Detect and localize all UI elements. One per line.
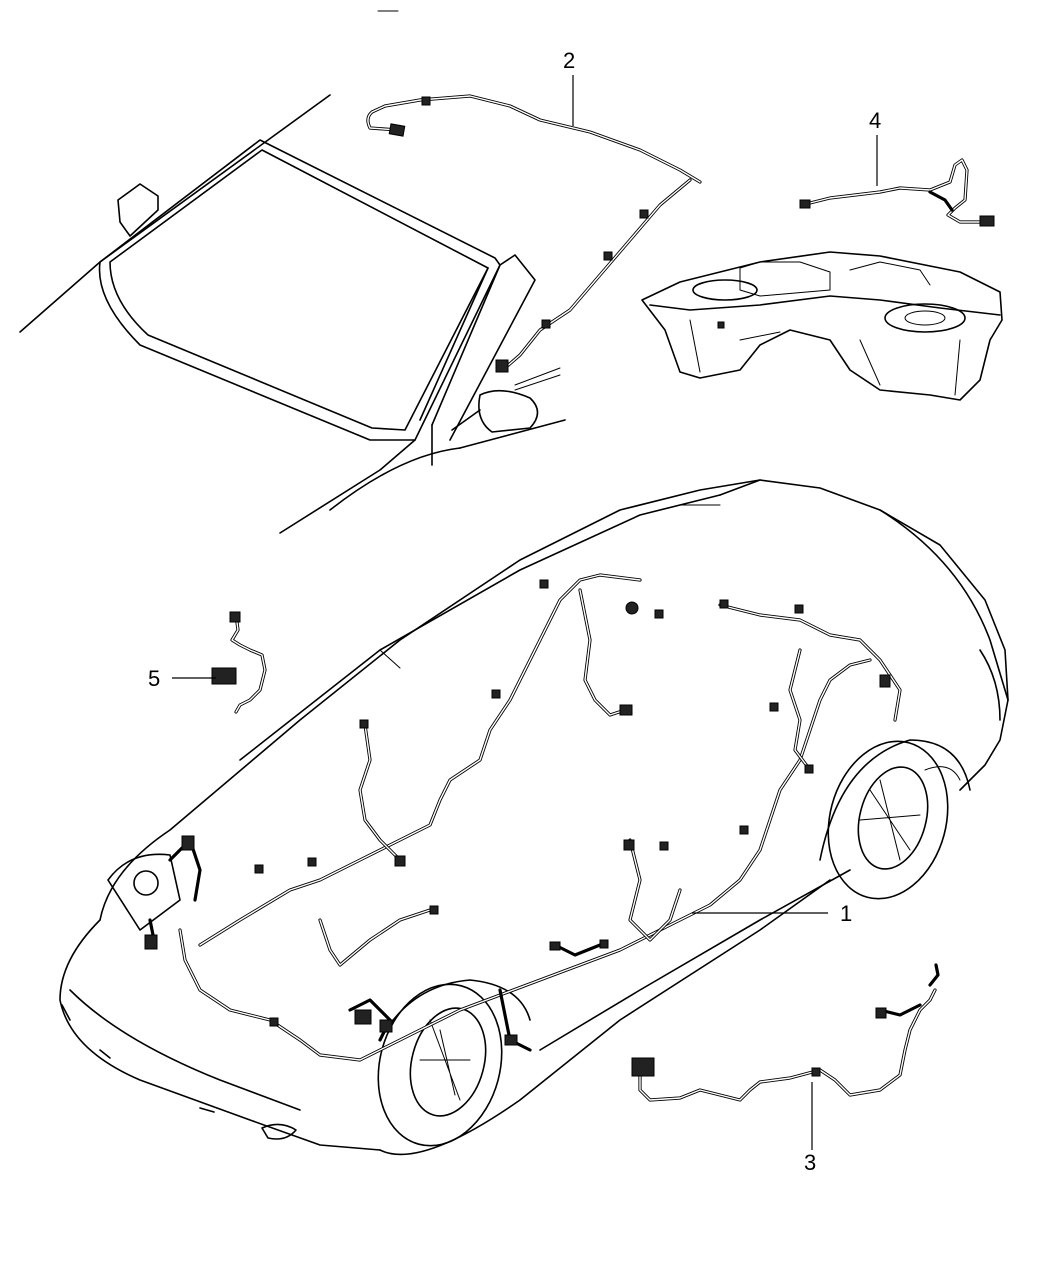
callout-4: 4 [869, 108, 881, 133]
windshield-view-illustration [19, 94, 702, 534]
main-body-harness [144, 573, 902, 1062]
fuel-tank-illustration [641, 251, 1003, 401]
vehicle-body-illustration [59, 479, 1009, 1156]
harness-item-5 [211, 611, 267, 714]
harness-item-3 [631, 963, 940, 1102]
callout-3: 3 [804, 1150, 816, 1175]
fuel-pump-harness [799, 158, 995, 227]
callout-2: 2 [563, 48, 575, 73]
callout-1: 1 [840, 901, 852, 926]
callout-5: 5 [148, 666, 160, 691]
